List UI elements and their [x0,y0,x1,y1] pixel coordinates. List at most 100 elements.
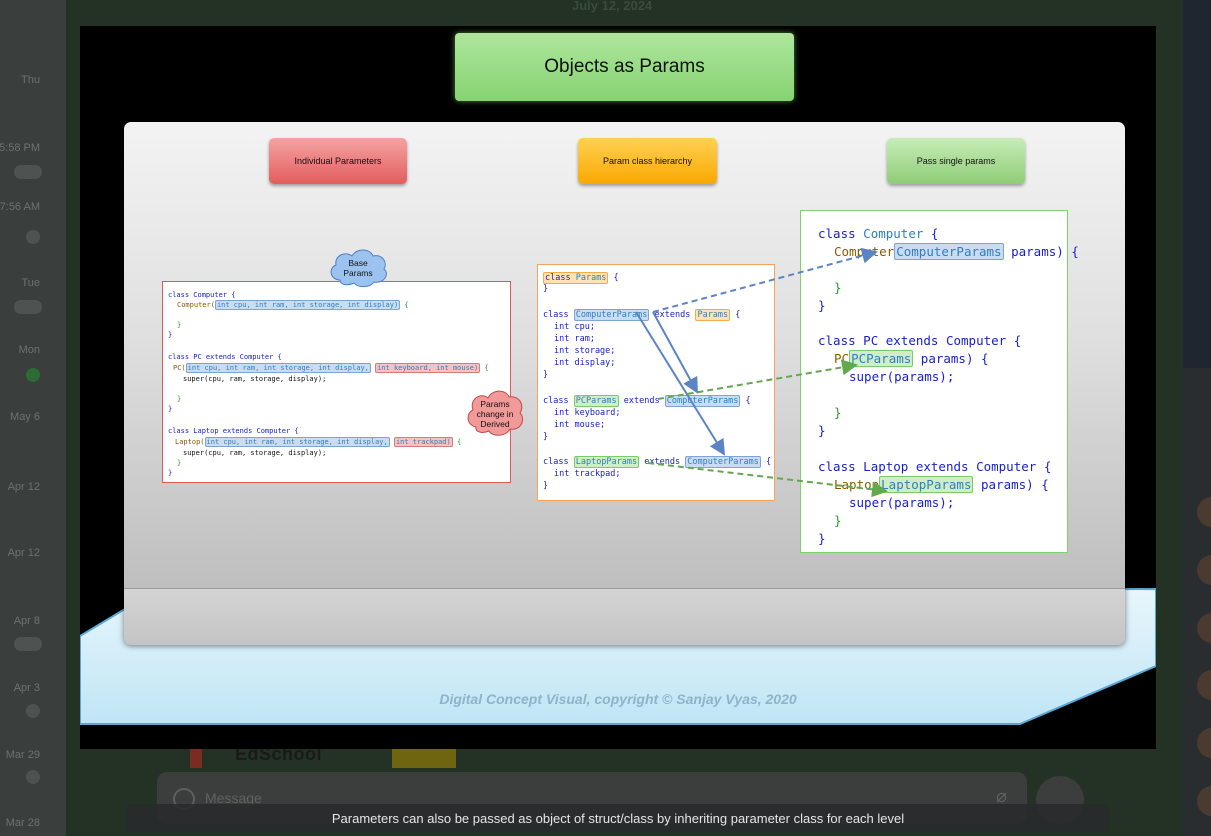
class-name: Params [575,273,607,283]
avatar [1197,555,1211,585]
thumbnail-strip [392,746,456,768]
cloud-label: Base [348,258,368,268]
code-line: } [543,481,549,491]
code-brace: { [923,226,939,241]
derived-params-highlight: int trackpad) [393,437,453,447]
class-name: ComputerParams [573,309,650,321]
chat-date: Mar 29 [5,749,40,761]
header-pass-single-params: Pass single params [887,138,1025,184]
attach-icon[interactable]: ⌀ [996,786,1007,806]
code-line: class PC extends Computer { [168,353,282,361]
code-line: } [543,284,549,294]
code-line: } [177,459,182,467]
code-keyword: extends [654,310,691,320]
code-line: int keyboard; [554,408,621,418]
slide-copyright: Digital Concept Visual, copyright © Sanj… [439,691,797,707]
params-highlight: LaptopParams [879,476,974,493]
code-brace: { [608,273,619,283]
code-line: } [543,370,549,380]
chat-date: Apr 8 [13,615,40,627]
avatar [1197,786,1211,816]
inherit-arrow [652,311,698,394]
derived-params-highlight: int keyboard, int mouse) [375,363,481,373]
code-brace: { [400,301,409,309]
chat-date-separator: July 12, 2024 [572,0,653,13]
unread-badge [26,704,40,718]
cloud-label: change in [476,409,514,419]
code-line: } [168,331,173,339]
derived-params-cloud: Params change in Derived [464,387,526,439]
code-keyword: extends [915,459,969,474]
param-link-arrow [647,462,888,498]
slide-title-banner: Objects as Params [455,33,794,101]
params-highlight: PCParams [849,350,914,367]
chat-date: May 6 [10,411,40,423]
code-line: super(cpu, ram, storage, display); [183,375,327,383]
chat-date: Mon [18,344,40,356]
base-class-name: ComputerParams [685,456,761,468]
unread-badge [14,637,42,651]
avatar [1197,728,1211,758]
chat-date: 5:58 PM [0,142,40,154]
code-line: int cpu; [554,322,595,332]
code-line: } [834,405,842,420]
code-text: params) { [1003,244,1079,259]
code-keyword: extends [644,457,681,467]
code-keyword: class [818,333,856,348]
base-class-name: Computer [945,333,1007,348]
unread-badge [14,165,42,179]
code-keyword: class [818,459,856,474]
code-line: } [818,298,826,313]
params-highlight: int cpu, int ram, int storage, int displ… [214,300,401,310]
code-line: int trackpad; [554,469,621,479]
slide-panel: Individual Parameters Param class hierar… [124,122,1125,645]
cloud-label: Params [480,399,510,409]
code-line: class Computer { [168,291,236,299]
class-name: Computer [863,226,924,241]
avatar [1197,613,1211,643]
params-highlight: ComputerParams [894,243,1004,260]
individual-params-code: class Computer { Computer(int cpu, int r… [162,281,511,483]
code-line: int display; [554,358,616,368]
class-name: PC [863,333,879,348]
code-keyword: extends [623,396,660,406]
class-name: LaptopParams [573,456,640,468]
code-line: } [834,513,842,528]
cloud-label: Derived [480,419,510,429]
chat-date: Tue [21,277,40,289]
code-line: } [177,395,182,403]
chat-date: Apr 12 [7,547,40,559]
chat-date: 7:56 AM [0,201,40,213]
right-panel-header [1183,0,1211,368]
code-text: params) { [913,351,989,366]
unread-badge [26,770,40,784]
code-line: } [168,405,173,413]
edschool-label: EdSchool [235,744,323,764]
inherit-arrow [635,311,726,456]
unread-badge [26,368,40,382]
code-line: } [818,531,826,546]
message-input[interactable]: Message [205,790,262,806]
unread-badge [26,230,40,244]
code-line: } [818,423,826,438]
media-viewer[interactable]: Objects as Params Individual Parameters … [80,26,1156,749]
code-line: super(cpu, ram, storage, display); [183,449,327,457]
code-keyword: class [543,310,569,320]
param-hierarchy-code: class Params { } class ComputerParams ex… [537,264,775,501]
thumbnail-strip [190,746,202,768]
cloud-shape [330,249,387,288]
panel-shelf [124,588,1125,645]
chat-date: Apr 3 [13,682,40,694]
cloud-label: Params [343,268,373,278]
base-class-name: Computer [976,459,1037,474]
chat-list-panel: Thu 5:58 PM 7:56 AM Tue Mon May 6 Apr 12… [0,0,66,836]
code-fn: Laptop( [175,438,205,446]
param-link-arrow [657,359,858,400]
code-line: int ram; [554,334,595,344]
code-keyword: class [545,273,571,283]
code-text: params) { [973,477,1049,492]
class-name: Laptop [863,459,909,474]
code-line: class Laptop extends Computer { [168,427,299,435]
class-name: PCParams [573,395,619,407]
